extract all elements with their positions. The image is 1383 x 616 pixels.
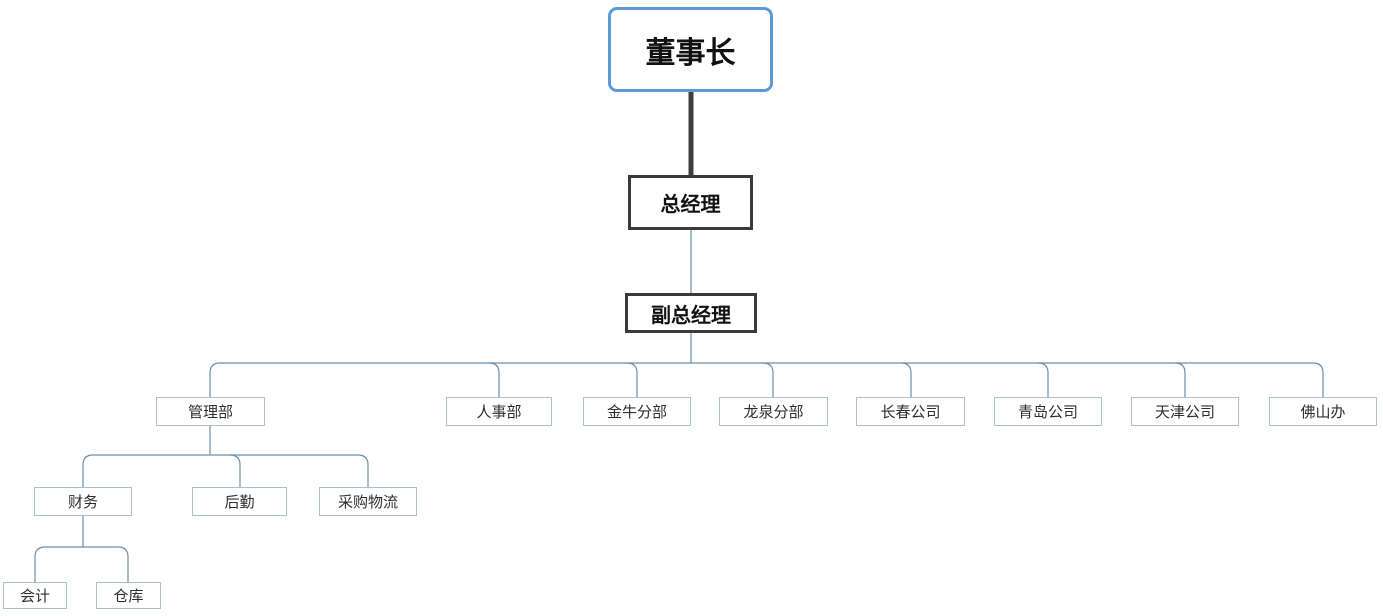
org-node-accounting[interactable]: 会计 [3, 582, 67, 609]
org-node-longquan-branch[interactable]: 龙泉分部 [719, 397, 828, 426]
org-node-procurement-logistics[interactable]: 采购物流 [319, 487, 417, 516]
org-node-chairman[interactable]: 董事长 [608, 7, 773, 92]
org-node-general-manager[interactable]: 总经理 [628, 175, 753, 230]
org-node-finance[interactable]: 财务 [34, 487, 132, 516]
org-node-foshan-office[interactable]: 佛山办 [1269, 397, 1377, 426]
org-node-deputy-general-manager[interactable]: 副总经理 [625, 293, 757, 333]
org-node-logistics[interactable]: 后勤 [192, 487, 287, 516]
org-node-hr-dept[interactable]: 人事部 [446, 397, 552, 426]
org-node-jinniu-branch[interactable]: 金牛分部 [583, 397, 691, 426]
org-node-tianjin-company[interactable]: 天津公司 [1131, 397, 1239, 426]
org-node-changchun-company[interactable]: 长春公司 [856, 397, 965, 426]
org-node-warehouse[interactable]: 仓库 [96, 582, 161, 609]
org-node-qingdao-company[interactable]: 青岛公司 [994, 397, 1102, 426]
org-node-management-dept[interactable]: 管理部 [156, 397, 265, 426]
